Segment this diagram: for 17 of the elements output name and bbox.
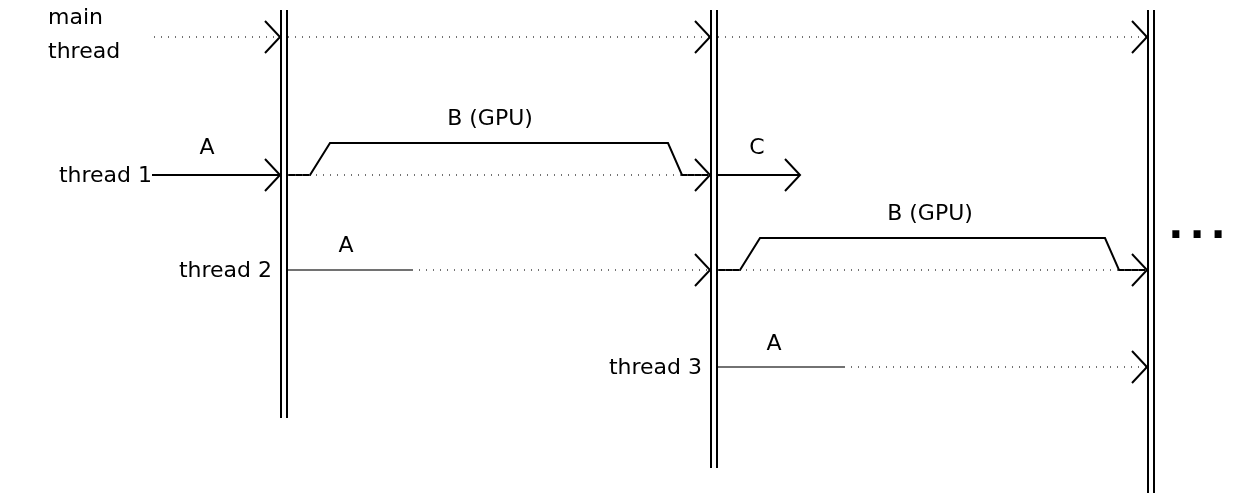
thread-label: thread 2 — [177, 256, 272, 284]
thread-label: thread 1 — [6, 158, 152, 192]
arrow — [717, 350, 1148, 384]
arrow — [287, 253, 711, 287]
arrow — [287, 20, 711, 54]
sync-barrier — [710, 10, 718, 468]
ellipsis: ... — [1167, 206, 1233, 242]
gpu-task-arrow — [717, 237, 1148, 287]
sync-barrier — [1147, 10, 1155, 493]
thread-label: thread 3 — [607, 353, 702, 381]
arrow — [717, 158, 801, 192]
arrow — [717, 20, 1148, 54]
arrow — [153, 20, 281, 54]
sync-barrier — [280, 10, 288, 418]
thread-label: main thread — [48, 0, 154, 80]
gpu-task-arrow — [287, 142, 711, 192]
arrow — [151, 158, 281, 192]
